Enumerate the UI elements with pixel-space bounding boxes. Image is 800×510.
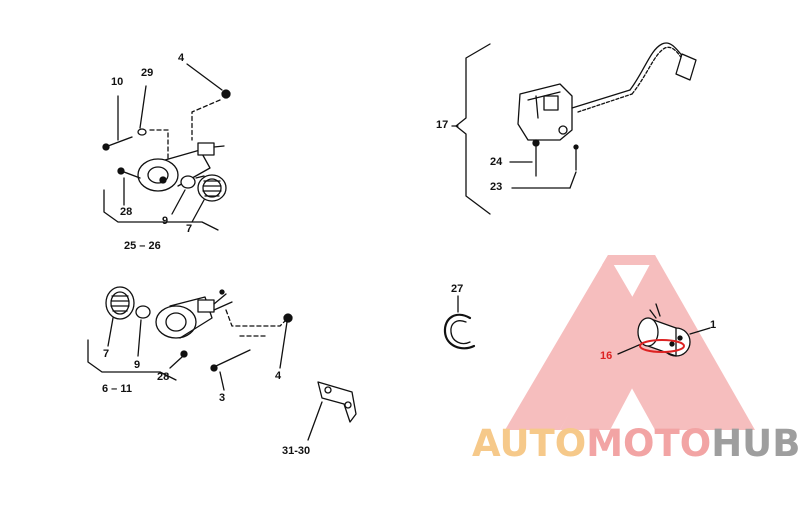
callout-4-lower: 4 [275,370,282,382]
indicator-assembly-lower [87,286,293,391]
watermark-moto: MOTO [586,422,712,465]
callout-7-upper: 7 [186,223,193,235]
watermark-hub: HUB [711,422,800,465]
callout-9-upper: 9 [162,215,169,227]
callout-17: 17 [436,119,449,131]
callout-7-lower: 7 [103,348,110,360]
watermark-auto: AUTO [472,422,587,465]
callout-3: 3 [219,392,226,404]
watermark-triangle-logo [505,255,755,430]
callout-6-11: 6 – 11 [102,383,132,395]
callout-29: 29 [141,67,154,79]
indicator-assembly-upper [102,63,231,231]
callout-1: 1 [710,319,717,331]
callout-9-lower: 9 [134,359,141,371]
callout-10: 10 [111,76,124,88]
circlip-part-27 [443,295,476,350]
watermark-logo-text: AUTOMOTOHUB [472,425,800,462]
bracket-part-31-30 [307,381,357,441]
callout-4-upper: 4 [178,52,185,64]
callout-16: 16 [600,350,613,362]
callout-27: 27 [451,283,464,295]
callout-23: 23 [490,181,503,193]
callout-24: 24 [490,156,503,168]
callout-28-upper: 28 [120,206,133,218]
callout-25-26: 25 – 26 [124,240,161,252]
handlebar-switch-assembly [451,42,697,215]
callout-28-lower: 28 [157,371,170,383]
relay-part-1-16 [617,303,711,357]
callout-31-30: 31-30 [282,445,311,457]
